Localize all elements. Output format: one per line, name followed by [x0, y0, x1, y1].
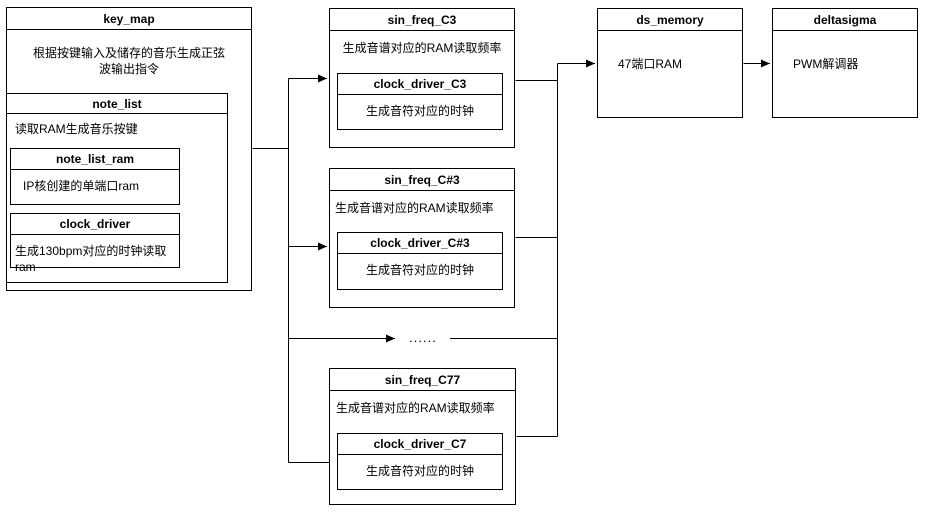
module-note-list-title: note_list: [7, 94, 227, 114]
module-ds-memory-title: ds_memory: [598, 9, 742, 31]
module-sin-freq-cs3-desc: 生成音谱对应的RAM读取频率: [335, 201, 494, 215]
module-clock-driver-c3-title: clock_driver_C3: [338, 74, 502, 95]
module-deltasigma: deltasigma PWM解调器: [772, 8, 918, 118]
module-ds-memory-desc: 47端口RAM: [618, 57, 683, 71]
module-clock-driver-cs3-title: clock_driver_C#3: [338, 233, 502, 254]
module-clock-driver-c3-desc: 生成音符对应的时钟: [365, 104, 474, 118]
module-sin-freq-c3-title: sin_freq_C3: [330, 9, 514, 31]
module-key-map-desc: 根据按键输入及储存的音乐生成正弦波输出指令: [32, 46, 225, 76]
module-clock-driver-c3: clock_driver_C3 生成音符对应的时钟: [337, 73, 503, 130]
module-note-list-desc: 读取RAM生成音乐按键: [15, 122, 138, 136]
module-sin-freq-cs3-title: sin_freq_C#3: [330, 169, 514, 191]
module-sin-freq-c77-title: sin_freq_C77: [330, 369, 515, 391]
module-note-list-ram: note_list_ram IP核创建的单端口ram: [10, 148, 180, 205]
module-clock-driver-cs3: clock_driver_C#3 生成音符对应的时钟: [337, 232, 503, 290]
module-key-map-title: key_map: [7, 8, 251, 30]
module-clock-driver-desc: 生成130bpm对应的时钟读取ram: [15, 244, 167, 274]
module-clock-driver-c7: clock_driver_C7 生成音符对应的时钟: [337, 433, 503, 490]
module-note-list-ram-desc: IP核创建的单端口ram: [23, 179, 140, 193]
module-deltasigma-title: deltasigma: [773, 9, 917, 31]
module-note-list-ram-title: note_list_ram: [11, 149, 179, 170]
module-sin-freq-c77-desc: 生成音谱对应的RAM读取频率: [336, 401, 495, 415]
module-clock-driver: clock_driver 生成130bpm对应的时钟读取ram: [10, 213, 180, 274]
module-ds-memory: ds_memory 47端口RAM: [597, 8, 743, 118]
module-clock-driver-c7-desc: 生成音符对应的时钟: [365, 464, 474, 478]
module-deltasigma-desc: PWM解调器: [793, 57, 859, 71]
ellipsis-label: ......: [409, 330, 437, 345]
module-clock-driver-title: clock_driver: [11, 214, 179, 235]
module-sin-freq-c3-desc: 生成音谱对应的RAM读取频率: [342, 41, 502, 55]
module-clock-driver-cs3-desc: 生成音符对应的时钟: [365, 263, 474, 277]
module-clock-driver-c7-title: clock_driver_C7: [338, 434, 502, 455]
